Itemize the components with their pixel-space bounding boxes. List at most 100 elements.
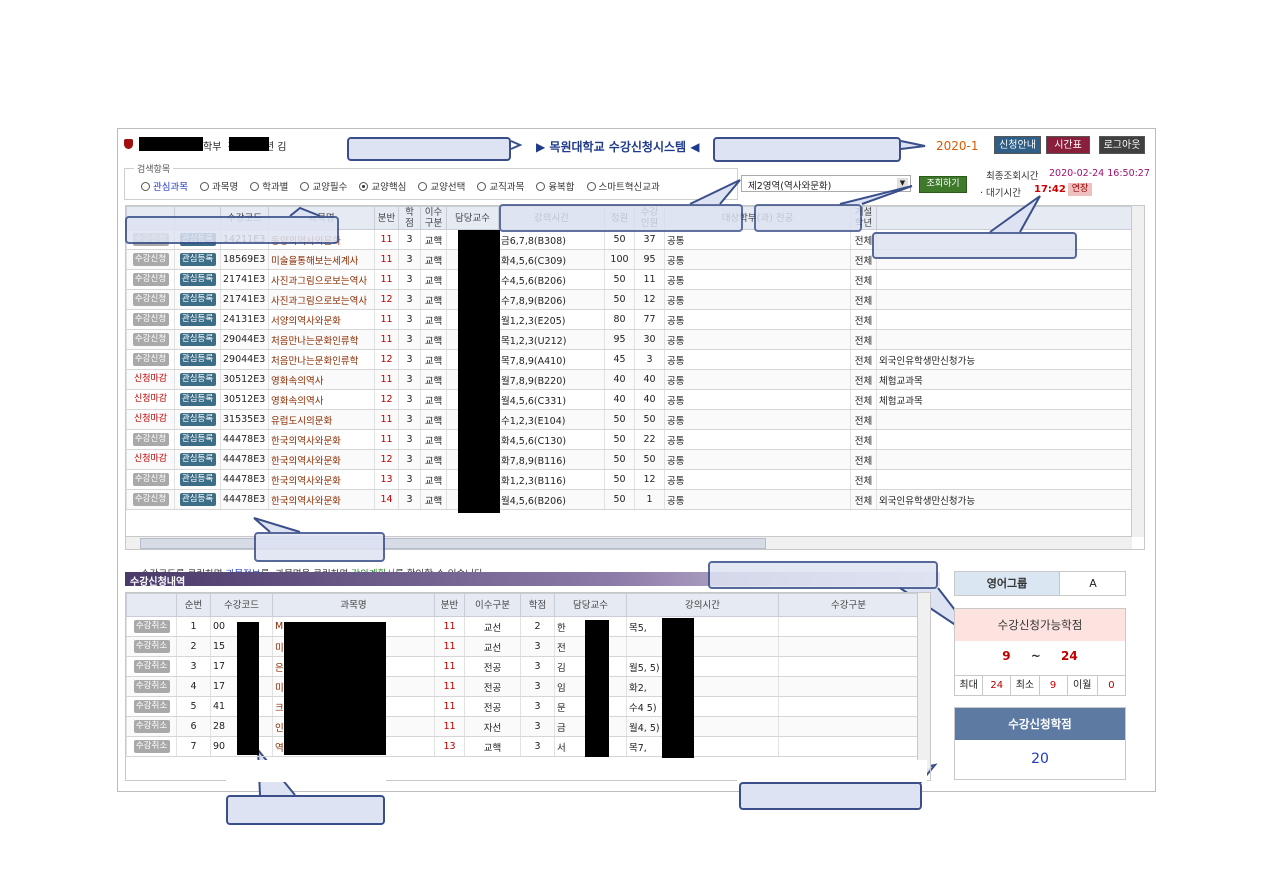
radio-icon[interactable] (418, 181, 428, 191)
course-name-link[interactable]: 사진과그림으로보는역사 (268, 289, 375, 310)
grade-cell: 전체 (850, 229, 877, 250)
enroll-table-vscroll[interactable] (917, 593, 930, 768)
radio-icon[interactable] (199, 181, 209, 191)
time-cell: 월4,5,6(B206) (498, 489, 605, 510)
apply-button[interactable]: 수강신청 (132, 353, 169, 366)
add-interest-button[interactable]: 관심등록 (179, 413, 216, 426)
course-code-link[interactable]: 44478E3 (220, 429, 269, 450)
course-code-link[interactable]: 24131E3 (220, 309, 269, 330)
radio-label: 교양선택 (430, 182, 466, 193)
add-interest-button[interactable]: 관심등록 (179, 253, 216, 266)
apply-button[interactable]: 수강신청 (132, 473, 169, 486)
cancel-button[interactable]: 수강취소 (133, 720, 170, 733)
status-cell: 수강신청 (126, 429, 175, 450)
add-interest-button[interactable]: 관심등록 (179, 293, 216, 306)
add-interest-button[interactable]: 관심등록 (179, 313, 216, 326)
add-interest-button[interactable]: 관심등록 (179, 353, 216, 366)
radio-label: 융복합 (548, 182, 575, 193)
course-name-link[interactable]: 처음만나는문화인류학 (268, 349, 375, 370)
area-select[interactable]: 제2영역(역사와문화) ▼ (741, 175, 911, 192)
course-table-vscroll[interactable] (1131, 206, 1144, 537)
course-name-link[interactable]: 처음만나는문화인류학 (268, 329, 375, 350)
status-cell: 신청마감 (126, 409, 175, 430)
cancel-button[interactable]: 수강취소 (133, 700, 170, 713)
interest-cell: 관심등록 (174, 469, 221, 490)
course-name-link[interactable]: 한국의역사와문화 (268, 489, 375, 510)
radio-icon[interactable] (536, 181, 546, 191)
course-name-link[interactable]: 한국의역사와문화 (268, 449, 375, 470)
range-min: 9 (1002, 649, 1011, 663)
type-cell: 교핵 (420, 409, 447, 430)
hscroll-thumb[interactable] (140, 538, 766, 549)
type-cell: 교핵 (420, 449, 447, 470)
search-radio-5[interactable]: 교양선택 (418, 179, 465, 193)
apply-button[interactable]: 수강신청 (132, 293, 169, 306)
cancel-button[interactable]: 수강취소 (133, 620, 170, 633)
cancel-button[interactable]: 수강취소 (133, 740, 170, 753)
course-code-link[interactable]: 29044E3 (220, 329, 269, 350)
apply-button[interactable]: 수강신청 (132, 433, 169, 446)
status-cell: 신청마감 (126, 449, 175, 470)
cancel-button[interactable]: 수강취소 (133, 680, 170, 693)
course-name-link[interactable]: 한국의역사와문화 (268, 429, 375, 450)
extend-button[interactable]: 연장 (1068, 183, 1092, 196)
search-radio-7[interactable]: 융복합 (536, 179, 575, 193)
course-code-link[interactable]: 21741E3 (220, 289, 269, 310)
course-name-link[interactable]: 유럽도시의문화 (268, 409, 375, 430)
search-radio-3[interactable]: 교양필수 (300, 179, 347, 193)
course-name-link[interactable]: 미술을통해보는세계사 (268, 249, 375, 270)
course-code-link[interactable]: 29044E3 (220, 349, 269, 370)
search-radio-0[interactable]: 관심과목 (141, 179, 188, 193)
guide-button[interactable]: 신청안내 (994, 136, 1041, 154)
course-name-link[interactable]: 서양의역사와문화 (268, 309, 375, 330)
search-radio-4[interactable]: 교양핵심 (359, 179, 406, 193)
add-interest-button[interactable]: 관심등록 (179, 473, 216, 486)
radio-icon[interactable] (141, 181, 150, 191)
search-radio-1[interactable]: 과목명 (199, 179, 238, 193)
radio-icon[interactable] (300, 181, 310, 191)
radio-icon[interactable] (359, 181, 369, 191)
radio-icon[interactable] (586, 181, 596, 191)
query-button[interactable]: 조회하기 (919, 176, 967, 193)
add-interest-button[interactable]: 관심등록 (179, 373, 216, 386)
course-code-link[interactable]: 30512E3 (220, 389, 269, 410)
range-tilde: ~ (1030, 649, 1041, 663)
course-code-link[interactable]: 44478E3 (220, 469, 269, 490)
apply-button[interactable]: 수강신청 (132, 493, 169, 506)
cancel-button[interactable]: 수강취소 (133, 640, 170, 653)
course-code-link[interactable]: 44478E3 (220, 449, 269, 470)
add-interest-button[interactable]: 관심등록 (179, 393, 216, 406)
cancel-button[interactable]: 수강취소 (133, 660, 170, 673)
apply-button[interactable]: 수강신청 (132, 273, 169, 286)
enrolled-cell: 37 (634, 229, 665, 250)
course-name-link[interactable]: 사진과그림으로보는역사 (268, 269, 375, 290)
apply-button[interactable]: 수강신청 (132, 253, 169, 266)
logout-button[interactable]: 로그아웃 (1099, 136, 1145, 154)
add-interest-button[interactable]: 관심등록 (179, 273, 216, 286)
radio-icon[interactable] (250, 181, 260, 191)
course-code-link[interactable]: 31535E3 (220, 409, 269, 430)
course-code-link[interactable]: 21741E3 (220, 269, 269, 290)
search-radio-2[interactable]: 학과별 (250, 179, 288, 193)
course-code-link[interactable]: 30512E3 (220, 369, 269, 390)
course-name-link[interactable]: 한국의역사와문화 (268, 469, 375, 490)
add-interest-button[interactable]: 관심등록 (179, 493, 216, 506)
course-name-link[interactable]: 영화속의역사 (268, 389, 375, 410)
search-radio-6[interactable]: 교직과목 (477, 179, 524, 193)
timetable-button[interactable]: 시간표 (1046, 136, 1090, 154)
column-header (126, 593, 177, 617)
course-name-link[interactable]: 영화속의역사 (268, 369, 375, 390)
course-code-link[interactable]: 18569E3 (220, 249, 269, 270)
interest-cell: 관심등록 (174, 269, 221, 290)
interest-cell: 관심등록 (174, 409, 221, 430)
radio-icon[interactable] (477, 181, 487, 191)
add-interest-button[interactable]: 관심등록 (179, 453, 216, 466)
course-code-link[interactable]: 44478E3 (220, 489, 269, 510)
min-value: 9 (1040, 676, 1068, 696)
apply-button[interactable]: 수강신청 (132, 333, 169, 346)
search-radio-8[interactable]: 스마트혁신교과 (586, 179, 660, 193)
apply-button[interactable]: 수강신청 (132, 313, 169, 326)
time-cell (626, 636, 779, 657)
add-interest-button[interactable]: 관심등록 (179, 433, 216, 446)
add-interest-button[interactable]: 관심등록 (179, 333, 216, 346)
